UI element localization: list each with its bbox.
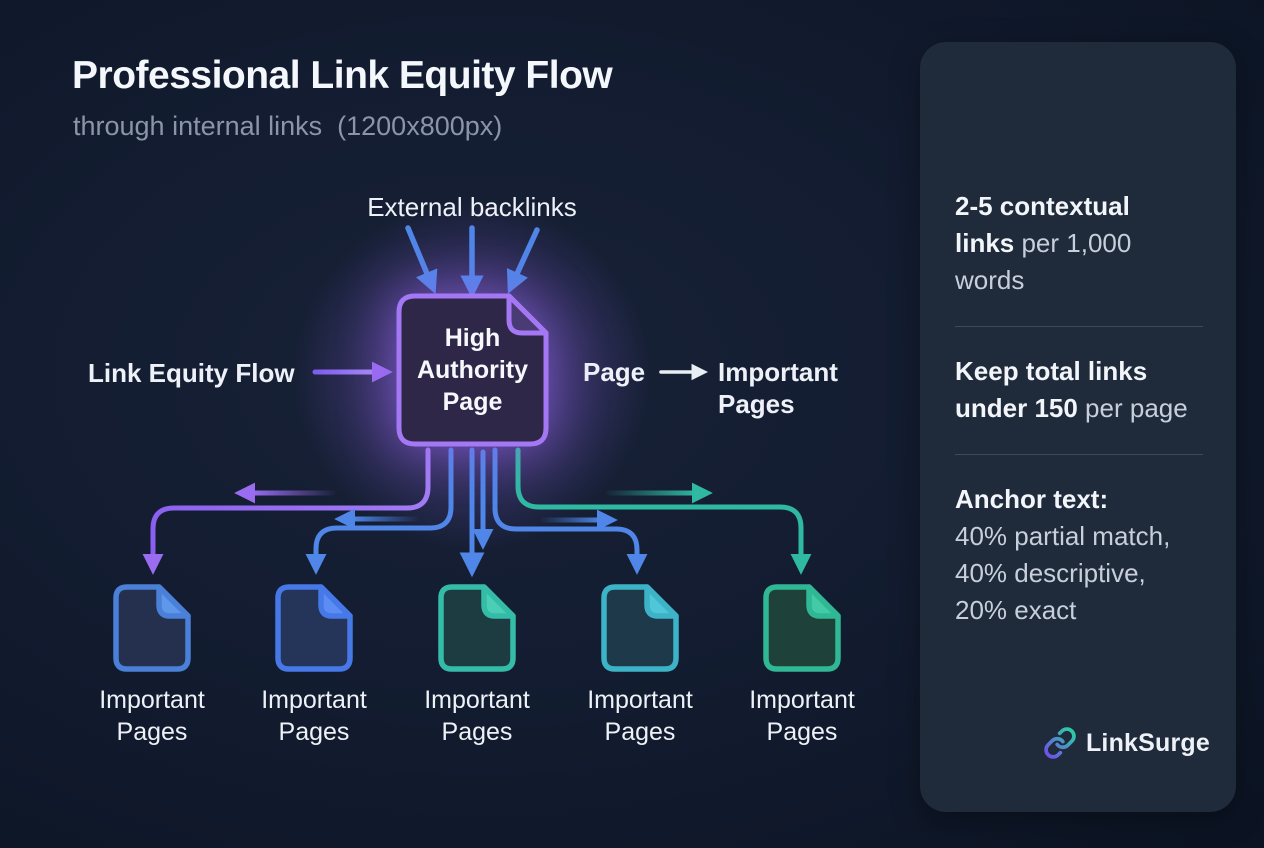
important-page-label: Important Pages bbox=[587, 686, 693, 746]
folded-corner bbox=[481, 584, 516, 619]
folded-corner bbox=[806, 584, 841, 619]
tip-rest-text: per 1,000 words bbox=[955, 228, 1132, 295]
brand-logo: LinkSurge bbox=[920, 726, 1210, 760]
connector-doc5 bbox=[515, 447, 812, 575]
important-page-node: Important Pages bbox=[722, 584, 882, 748]
important-page-label: Important Pages bbox=[424, 686, 530, 746]
tip-rest-text: per page bbox=[1077, 393, 1188, 423]
important-page-label: Important Pages bbox=[99, 686, 205, 746]
folded-corner bbox=[318, 584, 353, 619]
chain-link-icon bbox=[1044, 727, 1076, 759]
external-backlinks-arrows bbox=[405, 225, 540, 299]
page-title: Professional Link Equity Flow bbox=[72, 54, 613, 97]
important-page-label: Important Pages bbox=[749, 686, 855, 746]
link-equity-flow-label: Link Equity Flow bbox=[88, 358, 295, 388]
document-icon bbox=[113, 584, 191, 672]
tip-bold-text: Keep total links under 150 bbox=[955, 356, 1148, 423]
important-page-node: Important Pages bbox=[397, 584, 557, 748]
connector-doc2 bbox=[305, 447, 454, 575]
divider bbox=[955, 454, 1203, 455]
tip-anchor-text: Anchor text: 40% partial match, 40% descr… bbox=[955, 481, 1195, 629]
document-icon bbox=[763, 584, 841, 672]
tip-bold-text: Anchor text: bbox=[955, 484, 1109, 514]
important-page-node: Important Pages bbox=[560, 584, 720, 748]
high-authority-page-label: High Authority Page bbox=[416, 324, 529, 416]
important-page-label: Important Pages bbox=[261, 686, 367, 746]
tip-rest-text: 40% partial match, 40% descriptive, 20% … bbox=[955, 521, 1171, 625]
folded-corner bbox=[506, 293, 549, 336]
connector-doc4 bbox=[492, 447, 648, 575]
tips-panel: 2-5 contextual links per 1,000 words Kee… bbox=[920, 42, 1236, 812]
important-page-node: Important Pages bbox=[234, 584, 394, 748]
document-icon bbox=[601, 584, 679, 672]
document-icon bbox=[438, 584, 516, 672]
folded-corner bbox=[156, 584, 191, 619]
brand-name: LinkSurge bbox=[1085, 728, 1210, 757]
high-authority-page-node: High Authority Page bbox=[396, 293, 549, 447]
divider bbox=[955, 326, 1203, 327]
tip-contextual-links: 2-5 contextual links per 1,000 words bbox=[955, 188, 1195, 299]
tip-total-links: Keep total links under 150 per page bbox=[955, 353, 1195, 427]
page-subtitle: through internal links (1200x800px) bbox=[73, 111, 503, 141]
folded-corner bbox=[644, 584, 679, 619]
connector-doc1 bbox=[142, 447, 431, 575]
page-label: Page bbox=[583, 357, 646, 387]
important-page-node: Important Pages bbox=[72, 584, 232, 748]
document-icon bbox=[275, 584, 353, 672]
tip-bold-text: 2-5 contextual links bbox=[955, 191, 1130, 258]
important-pages-heading: Important Pages bbox=[718, 357, 838, 419]
external-backlinks-label: External backlinks bbox=[367, 192, 577, 222]
page-node-shape bbox=[396, 293, 549, 447]
